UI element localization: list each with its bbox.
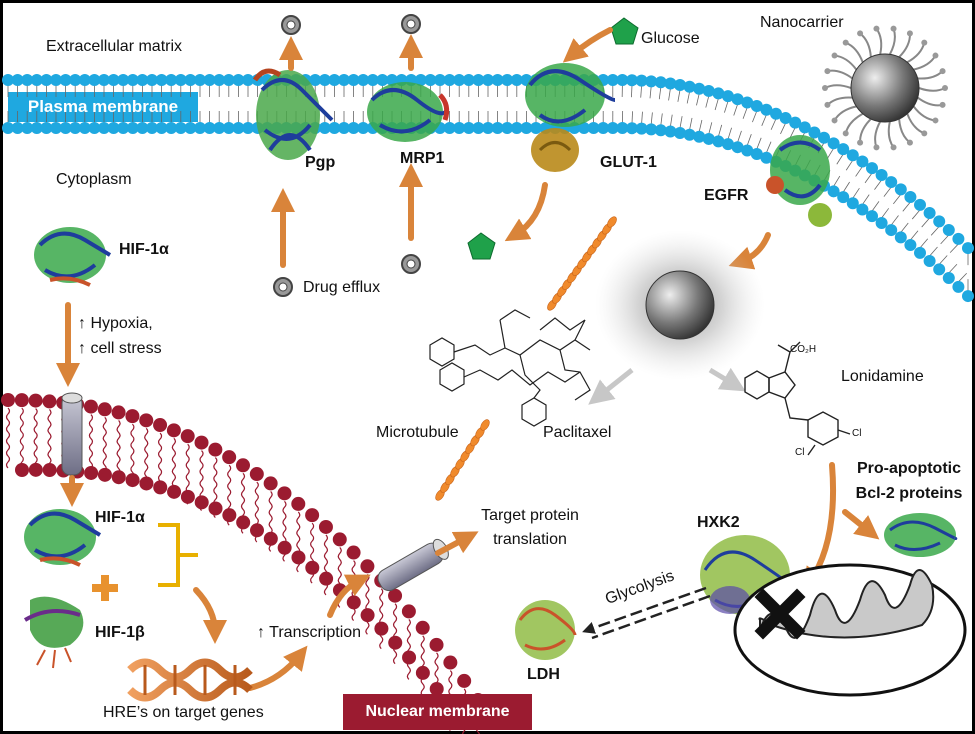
nuclear-pore-right [377, 538, 449, 592]
egfr-protein [766, 135, 832, 227]
microtubule-strand-upper [547, 216, 617, 311]
paclitaxel-structure [429, 309, 591, 427]
hypoxia-label: ↑ Hypoxia, [78, 315, 153, 332]
cooh-label: CO₂H [790, 344, 817, 355]
nanocarrier-internalised-icon [595, 230, 765, 380]
hif1a-mid-label: HIF-1α [95, 509, 145, 526]
lonidamine-label: Lonidamine [841, 368, 924, 385]
mrp1-protein [367, 82, 450, 142]
bcl2-protein [884, 513, 958, 557]
target-protein-label-line1: Target protein [481, 507, 579, 524]
target-protein-label-line2: translation [493, 531, 567, 548]
nanocarrier-icon [822, 25, 948, 151]
arrow-release-paclitaxel [588, 368, 634, 405]
microtubule-label: Microtubule [376, 424, 459, 441]
arrow-to-bcl2 [842, 509, 880, 540]
arrow-glucose-in [562, 27, 613, 63]
extracellular-matrix-label: Extracellular matrix [46, 38, 183, 55]
ldh-protein [515, 600, 577, 660]
nanocarrier-label: Nanocarrier [760, 14, 844, 31]
cell-stress-label: ↑ cell stress [78, 340, 162, 357]
drug-molecule-3 [401, 254, 421, 274]
glut1-protein [525, 63, 616, 172]
hre-label: HRE’s on target genes [103, 704, 264, 721]
lonidamine-structure [744, 341, 851, 456]
hif1b-label: HIF-1β [95, 624, 145, 641]
glucose-molecule-2 [467, 232, 496, 260]
chlorine-label-1: Cl [852, 428, 862, 439]
drug-molecule-4 [273, 277, 293, 297]
glycolysis-arrow [582, 586, 711, 640]
inhibition-x-icon [754, 588, 806, 640]
hif1a-mid-protein [24, 509, 102, 567]
drug-molecule-1 [281, 15, 301, 35]
pgp-label: Pgp [305, 154, 336, 171]
nuclear-pore-left [61, 392, 83, 476]
hif1b-protein [23, 596, 84, 669]
glucose-label: Glucose [641, 30, 700, 47]
arrow-glucose-cytoplasm [504, 182, 548, 242]
plus-icon [92, 575, 118, 601]
cytoplasm-label: Cytoplasm [56, 171, 132, 188]
arrow-transcription-to-pore [327, 574, 371, 618]
transcription-label: ↑ Transcription [257, 624, 362, 641]
chlorine-label-2: Cl [795, 447, 805, 458]
pro-apoptotic-label-line1: Pro-apoptotic [857, 460, 961, 477]
mrp1-label: MRP1 [400, 150, 445, 167]
arrow-hif-dimer-to-dna [193, 587, 227, 644]
drug-molecule-2 [401, 14, 421, 34]
nuclear-membrane-label: Nuclear membrane [365, 703, 510, 720]
nuclear-membrane-label-bar [343, 694, 532, 730]
drug-efflux-label: Drug efflux [303, 279, 381, 296]
hif1a-top-protein [34, 227, 112, 287]
pgp-protein [252, 68, 334, 160]
glucose-molecule-1 [610, 17, 639, 45]
plasma-membrane-label: Plasma membrane [27, 97, 179, 116]
ldh-label: LDH [527, 666, 560, 683]
dna-helix-icon [127, 658, 253, 702]
glut1-label: GLUT-1 [600, 154, 657, 171]
arrow-release-lonidamine [708, 367, 746, 392]
arrow-dna-to-transcription [247, 645, 308, 691]
arrow-translation [435, 531, 479, 556]
hxk2-label: HXK2 [697, 514, 740, 531]
plasma-membrane-label-bar [8, 92, 198, 122]
egfr-label: EGFR [704, 187, 749, 204]
hif-dimer-bracket [158, 523, 198, 587]
pro-apoptotic-label-line2: Bcl-2 proteins [855, 485, 963, 502]
paclitaxel-label: Paclitaxel [543, 424, 612, 441]
microtubule-strand-lower [435, 419, 490, 501]
hif1a-top-label: HIF-1α [119, 241, 169, 258]
